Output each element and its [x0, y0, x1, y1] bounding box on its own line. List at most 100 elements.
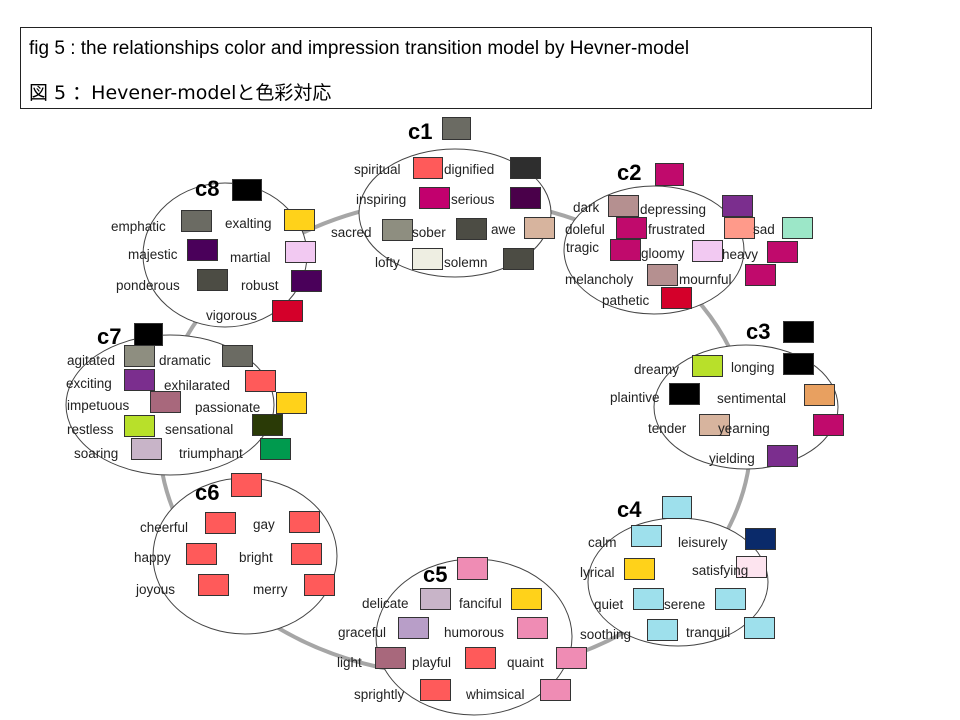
color-swatch-solemn: [503, 248, 534, 270]
color-swatch-exalting: [284, 209, 315, 231]
color-swatch-dignified: [510, 157, 541, 179]
impression-word-sacred: sacred: [331, 225, 372, 240]
color-swatch-humorous: [517, 617, 548, 639]
color-swatch-yielding: [767, 445, 798, 467]
color-swatch-exciting: [124, 369, 155, 391]
color-swatch-satisfying: [736, 556, 767, 578]
color-swatch-emphatic: [181, 210, 212, 232]
impression-word-calm: calm: [588, 535, 617, 550]
impression-word-agitated: agitated: [67, 353, 116, 368]
impression-word-tragic: tragic: [566, 240, 600, 255]
cluster-label-c7: c7: [97, 324, 122, 349]
impression-word-passionate: passionate: [195, 400, 261, 415]
impression-word-martial: martial: [230, 250, 271, 265]
color-swatch-mournful: [745, 264, 776, 286]
color-swatch-sacred: [382, 219, 413, 241]
impression-word-light: light: [337, 655, 362, 670]
cluster-swatch-c5: [457, 557, 488, 580]
color-swatch-gay: [289, 511, 320, 533]
color-swatch-bright: [291, 543, 322, 565]
cluster-ellipse-c2: [563, 185, 745, 315]
impression-word-mournful: mournful: [679, 272, 732, 287]
color-swatch-tragic: [610, 239, 641, 261]
impression-word-merry: merry: [253, 582, 288, 597]
impression-word-gay: gay: [253, 517, 275, 532]
color-swatch-cheerful: [205, 512, 236, 534]
color-swatch-soaring: [131, 438, 162, 460]
color-swatch-martial: [285, 241, 316, 263]
impression-word-exhilarated: exhilarated: [164, 378, 231, 393]
color-swatch-quiet: [633, 588, 664, 610]
impression-word-frustrated: frustrated: [648, 222, 706, 237]
impression-word-humorous: humorous: [444, 625, 505, 640]
color-swatch-sober: [456, 218, 487, 240]
color-swatch-tender: [699, 414, 730, 436]
impression-word-happy: happy: [134, 550, 171, 565]
impression-word-soaring: soaring: [74, 446, 119, 461]
impression-word-playful: playful: [412, 655, 452, 670]
color-swatch-longing: [783, 353, 814, 375]
impression-word-longing: longing: [731, 360, 775, 375]
color-swatch-happy: [186, 543, 217, 565]
color-swatch-agitated: [124, 345, 155, 367]
color-swatch-dark: [608, 195, 639, 217]
cluster-label-c2: c2: [617, 160, 642, 185]
impression-word-cheerful: cheerful: [140, 520, 189, 535]
color-swatch-light: [375, 647, 406, 669]
impression-word-majestic: majestic: [128, 247, 178, 262]
impression-word-awe: awe: [491, 222, 516, 237]
impression-word-plaintive: plaintive: [610, 390, 660, 405]
color-swatch-melancholy: [647, 264, 678, 286]
impression-word-tender: tender: [648, 421, 687, 436]
impression-word-restless: restless: [67, 422, 114, 437]
figure-caption-box: fig 5 : the relationships color and impr…: [20, 27, 872, 109]
color-swatch-calm: [631, 525, 662, 547]
color-swatch-graceful: [398, 617, 429, 639]
cluster-label-c4: c4: [617, 497, 642, 522]
impression-word-ponderous: ponderous: [116, 278, 180, 293]
color-swatch-sentimental: [804, 384, 835, 406]
impression-word-sober: sober: [412, 225, 446, 240]
color-swatch-vigorous: [272, 300, 303, 322]
impression-word-lyrical: lyrical: [580, 565, 615, 580]
impression-word-dark: dark: [573, 200, 600, 215]
cluster-label-c8: c8: [195, 176, 220, 201]
cluster-swatch-c2: [655, 163, 684, 186]
color-swatch-tranquil: [744, 617, 775, 639]
color-swatch-lyrical: [624, 558, 655, 580]
impression-word-pathetic: pathetic: [602, 293, 650, 308]
impression-word-sentimental: sentimental: [717, 391, 787, 406]
color-swatch-exhilarated: [245, 370, 276, 392]
color-swatch-depressing: [722, 195, 753, 217]
impression-word-quaint: quaint: [507, 655, 544, 670]
impression-word-emphatic: emphatic: [111, 219, 166, 234]
color-swatch-gloomy: [692, 240, 723, 262]
impression-word-robust: robust: [241, 278, 279, 293]
color-swatch-frustrated: [724, 217, 755, 239]
impression-word-dreamy: dreamy: [634, 362, 680, 377]
impression-word-delicate: delicate: [362, 596, 409, 611]
impression-word-quiet: quiet: [594, 597, 624, 612]
impression-word-impetuous: impetuous: [67, 398, 130, 413]
color-swatch-sensational: [252, 414, 283, 436]
impression-word-exalting: exalting: [225, 216, 272, 231]
impression-word-serene: serene: [664, 597, 706, 612]
cluster-ellipse-c1: [358, 148, 552, 278]
impression-word-triumphant: triumphant: [179, 446, 243, 461]
color-swatch-joyous: [198, 574, 229, 596]
impression-word-exciting: exciting: [66, 376, 112, 391]
impression-word-satisfying: satisfying: [692, 563, 749, 578]
cluster-swatch-c3: [783, 321, 814, 343]
impression-word-yielding: yielding: [709, 451, 755, 466]
color-swatch-passionate: [276, 392, 307, 414]
color-swatch-serene: [715, 588, 746, 610]
impression-word-sprightly: sprightly: [354, 687, 405, 702]
cluster-label-c3: c3: [746, 319, 771, 344]
impression-word-doleful: doleful: [565, 222, 605, 237]
color-swatch-soothing: [647, 619, 678, 641]
color-swatch-heavy: [767, 241, 798, 263]
impression-word-tranquil: tranquil: [686, 625, 731, 640]
caption-english: fig 5 : the relationships color and impr…: [29, 38, 690, 59]
cluster-label-c6: c6: [195, 480, 220, 505]
impression-word-graceful: graceful: [338, 625, 387, 640]
